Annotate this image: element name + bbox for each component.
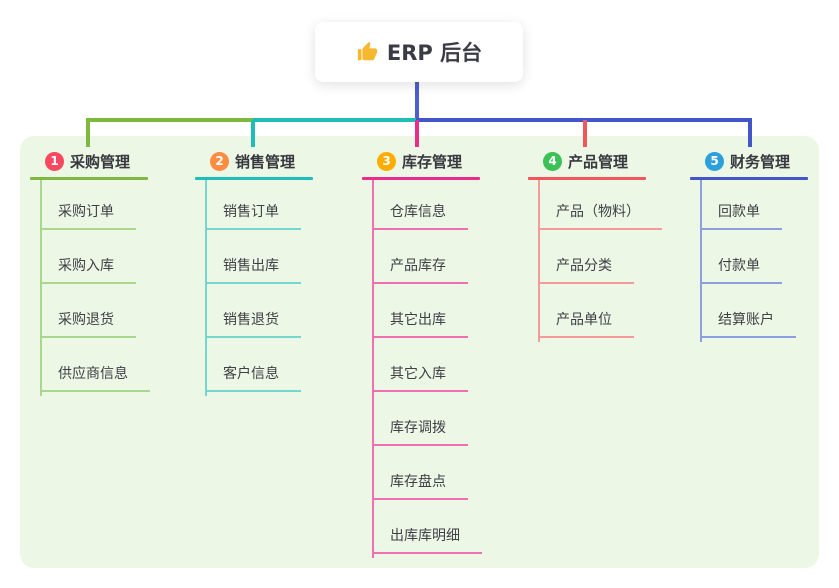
node-label: 客户信息	[223, 366, 279, 382]
node-label: 采购订单	[58, 204, 114, 220]
node-label: 出库库明细	[390, 528, 460, 544]
branch-inventory-header[interactable]: 3 库存管理	[362, 150, 482, 172]
node-receipt-order[interactable]: 回款单	[700, 180, 782, 230]
branch-underline	[30, 177, 148, 180]
node-other-outbound[interactable]: 其它出库	[372, 284, 468, 338]
node-product-category[interactable]: 产品分类	[538, 230, 634, 284]
branch-underline	[195, 177, 313, 180]
branch-procurement: 1 采购管理 采购订单 采购入库 采购退货 供应商信息	[30, 150, 150, 396]
branch-children: 销售订单 销售出库 销售退货 客户信息	[195, 180, 313, 396]
node-label: 仓库信息	[390, 204, 446, 220]
connector-bus-middle	[253, 118, 416, 122]
branch-title: 采购管理	[70, 152, 131, 171]
node-outbound-detail[interactable]: 出库库明细	[372, 500, 482, 554]
root-node-label: ERP 后台	[386, 41, 483, 65]
branch-finance: 5 财务管理 回款单 付款单 结算账户	[690, 150, 808, 342]
child-connector-line	[40, 180, 42, 396]
node-purchase-inbound[interactable]: 采购入库	[40, 230, 136, 284]
child-connector-line	[372, 180, 374, 558]
branch-title: 库存管理	[402, 152, 463, 171]
node-product-material[interactable]: 产品（物料）	[538, 180, 662, 230]
branch-children: 采购订单 采购入库 采购退货 供应商信息	[30, 180, 150, 396]
node-product-stock[interactable]: 产品库存	[372, 230, 468, 284]
branch-number-badge: 2	[210, 151, 229, 171]
branch-sales: 2 销售管理 销售订单 销售出库 销售退货 客户信息	[195, 150, 313, 396]
branch-underline	[362, 177, 480, 180]
node-label: 产品（物料）	[556, 204, 640, 220]
node-label: 付款单	[718, 258, 760, 274]
node-label: 结算账户	[718, 312, 774, 328]
node-label: 库存盘点	[390, 474, 446, 490]
node-stock-transfer[interactable]: 库存调拨	[372, 392, 468, 446]
branch-number-badge: 3	[377, 151, 396, 171]
node-purchase-return[interactable]: 采购退货	[40, 284, 136, 338]
node-label: 其它入库	[390, 366, 446, 382]
child-connector-line	[700, 180, 702, 342]
branch-title: 财务管理	[730, 152, 791, 171]
child-connector-line	[205, 180, 207, 396]
node-settlement-account[interactable]: 结算账户	[700, 284, 796, 338]
branch-inventory: 3 库存管理 仓库信息 产品库存 其它出库 其它入库 库存调拨 库存盘点 出库库…	[362, 150, 482, 558]
branch-underline	[690, 177, 808, 180]
node-purchase-order[interactable]: 采购订单	[40, 180, 136, 230]
node-sales-order[interactable]: 销售订单	[205, 180, 301, 230]
node-label: 采购入库	[58, 258, 114, 274]
connector-drop-branch-5	[748, 120, 752, 147]
node-label: 产品库存	[390, 258, 446, 274]
root-node-erp[interactable]: ERP 后台	[315, 22, 523, 82]
node-label: 产品分类	[556, 258, 612, 274]
branch-sales-header[interactable]: 2 销售管理	[195, 150, 313, 172]
branch-product: 4 产品管理 产品（物料） 产品分类 产品单位	[528, 150, 662, 342]
node-product-unit[interactable]: 产品单位	[538, 284, 634, 338]
branch-title: 产品管理	[568, 152, 629, 171]
node-label: 销售退货	[223, 312, 279, 328]
child-connector-line	[538, 180, 540, 342]
node-label: 回款单	[718, 204, 760, 220]
mindmap-canvas-panel	[20, 136, 819, 568]
node-warehouse-info[interactable]: 仓库信息	[372, 180, 468, 230]
connector-drop-branch-4	[583, 120, 587, 147]
node-sales-return[interactable]: 销售退货	[205, 284, 301, 338]
node-label: 其它出库	[390, 312, 446, 328]
connector-drop-branch-1	[86, 120, 90, 147]
node-label: 库存调拨	[390, 420, 446, 436]
node-supplier-info[interactable]: 供应商信息	[40, 338, 150, 392]
branch-number-badge: 5	[705, 151, 724, 171]
node-customer-info[interactable]: 客户信息	[205, 338, 301, 392]
node-label: 供应商信息	[58, 366, 128, 382]
connector-root-drop	[415, 80, 419, 120]
node-label: 销售出库	[223, 258, 279, 274]
thumbs-up-icon	[357, 41, 377, 61]
node-label: 销售订单	[223, 204, 279, 220]
branch-title: 销售管理	[235, 152, 296, 171]
branch-product-header[interactable]: 4 产品管理	[528, 150, 662, 172]
connector-drop-branch-3	[415, 120, 419, 147]
node-payment-order[interactable]: 付款单	[700, 230, 782, 284]
node-other-inbound[interactable]: 其它入库	[372, 338, 468, 392]
connector-bus-left	[86, 118, 253, 122]
branch-children: 产品（物料） 产品分类 产品单位	[528, 180, 662, 342]
branch-number-badge: 1	[45, 151, 64, 171]
node-label: 产品单位	[556, 312, 612, 328]
branch-procurement-header[interactable]: 1 采购管理	[30, 150, 150, 172]
branch-children: 仓库信息 产品库存 其它出库 其它入库 库存调拨 库存盘点 出库库明细	[362, 180, 482, 558]
node-sales-outbound[interactable]: 销售出库	[205, 230, 301, 284]
node-label: 采购退货	[58, 312, 114, 328]
node-stock-taking[interactable]: 库存盘点	[372, 446, 468, 500]
connector-drop-branch-2	[251, 120, 255, 147]
branch-number-badge: 4	[543, 151, 562, 171]
branch-finance-header[interactable]: 5 财务管理	[690, 150, 808, 172]
branch-underline	[528, 177, 646, 180]
branch-children: 回款单 付款单 结算账户	[690, 180, 808, 342]
